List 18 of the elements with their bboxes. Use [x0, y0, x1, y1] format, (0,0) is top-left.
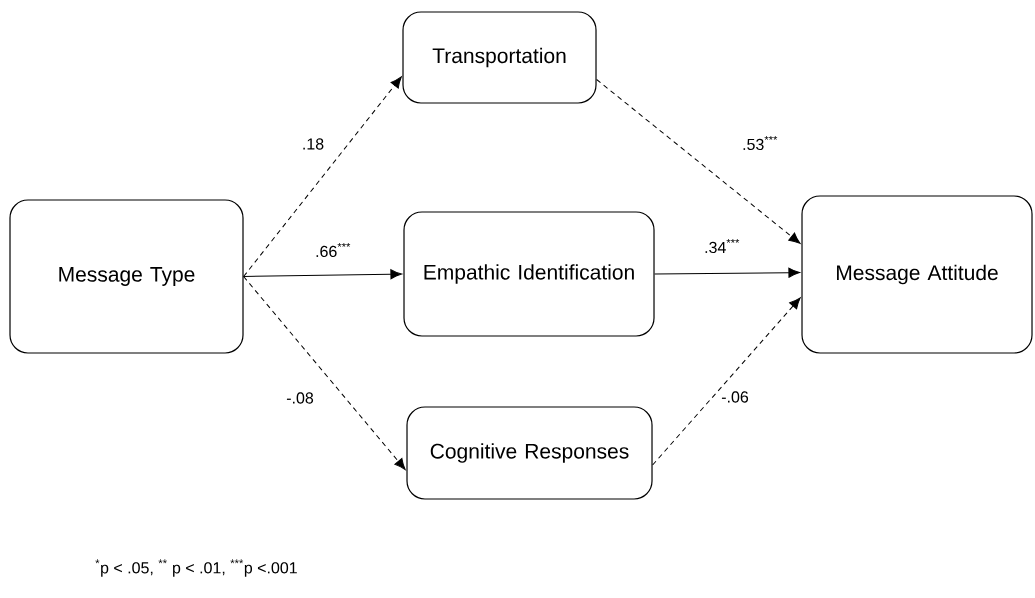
arrow — [596, 79, 801, 244]
arrow — [243, 269, 403, 280]
edge-label: .66$^{***}$ — [316, 242, 351, 258]
arrow — [243, 276, 406, 471]
arrow — [652, 297, 801, 466]
arrow — [654, 267, 801, 278]
variable-box: Message Type — [9, 199, 244, 354]
variable-box: Cognitive Responses — [406, 406, 653, 500]
footnote: $^{*}$p < .05, $^{**}$ p < .01, $^{***}$p <.001 — [95, 559, 297, 577]
edge-label: .34$^{***}$ — [705, 238, 740, 254]
edge-label: .18 — [303, 138, 324, 150]
edge-label: -.08 — [286, 392, 314, 404]
edge-label: .53$^{***}$ — [743, 135, 778, 151]
arrow — [243, 76, 402, 277]
variable-box: Message Attitude — [801, 195, 1033, 354]
variable-box: Transportation — [402, 11, 597, 104]
edge-label: -.06 — [721, 391, 749, 403]
variable-box: Empathic Identification — [403, 211, 655, 337]
